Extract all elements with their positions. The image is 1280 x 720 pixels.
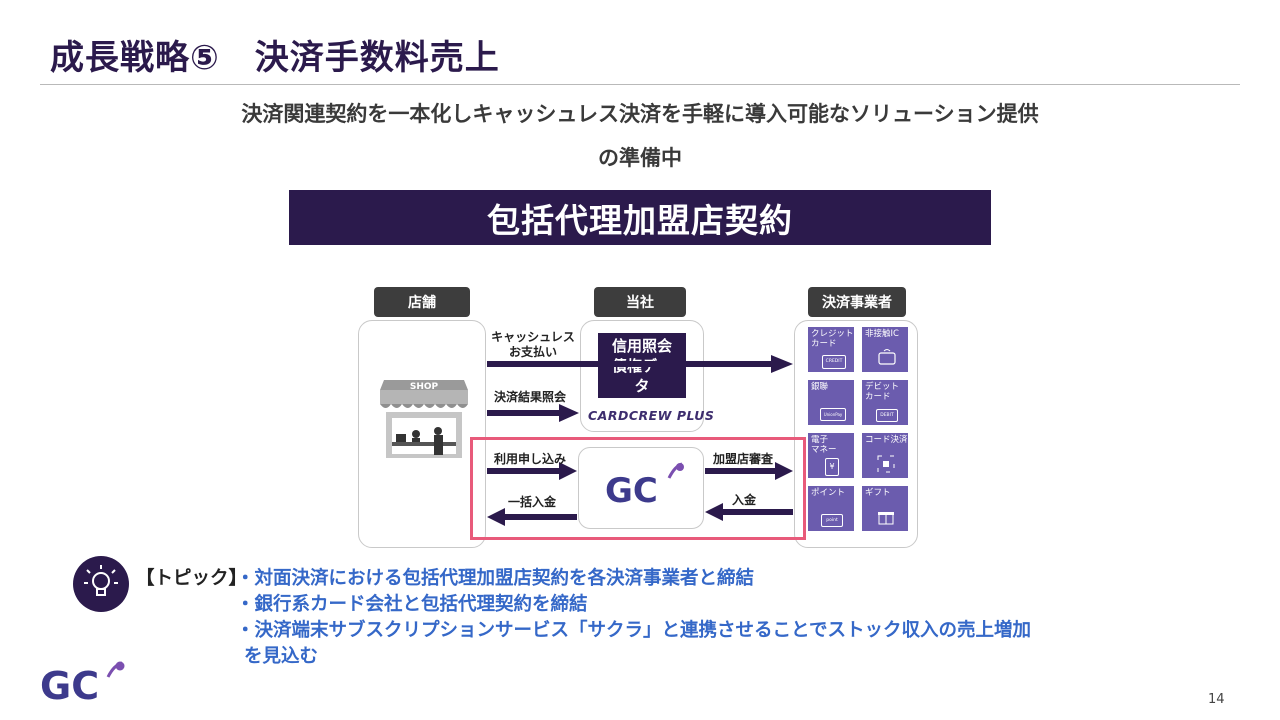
providers-tab: 決済事業者 xyxy=(808,287,906,317)
arrow-lump-sum-deposit-head xyxy=(487,508,505,526)
point-card-icon: point xyxy=(821,514,843,527)
gift-icon xyxy=(878,512,894,525)
arrow-application-head xyxy=(559,462,577,480)
topic-item-2: ・銀行系カード会社と包括代理契約を締結 xyxy=(236,594,588,615)
e-money-icon: ¥ xyxy=(825,458,839,476)
label-lump-sum-deposit: 一括入金 xyxy=(507,495,556,509)
label-deposit: 入金 xyxy=(731,493,756,507)
label-merchant-review: 加盟店審査 xyxy=(712,452,773,466)
arrow-merchant-review xyxy=(705,468,775,474)
gc-panel: GC xyxy=(578,447,704,529)
title-divider xyxy=(40,84,1240,85)
arrow-application xyxy=(487,468,559,474)
qr-code-icon xyxy=(877,455,895,473)
credit-box-line-1: 信用照会 xyxy=(611,336,672,355)
debit-card-icon: DEBIT xyxy=(876,409,898,422)
arrow-cashless-payment xyxy=(487,361,771,367)
topic-heading: 【トピック】 xyxy=(136,568,248,589)
shop-icon: SHOP xyxy=(380,380,468,458)
arrow-settlement-inquiry xyxy=(487,410,559,416)
unionpay-icon: UnionPay xyxy=(820,408,846,421)
tile-code-payment: コード決済 xyxy=(862,433,908,478)
store-tab: 店舗 xyxy=(374,287,470,317)
arrow-merchant-review-head xyxy=(775,462,793,480)
credit-box-line-3: タ xyxy=(634,376,650,395)
gc-logo-icon: GC xyxy=(605,462,684,511)
highlight-frame xyxy=(470,437,806,540)
shop-sign: SHOP xyxy=(410,382,439,392)
subtitle-line-2: の準備中 xyxy=(598,146,682,170)
contactless-icon xyxy=(878,349,896,365)
gc-logo-text: GC xyxy=(605,471,658,511)
arrow-lump-sum-deposit xyxy=(505,514,577,520)
arrow-deposit xyxy=(723,509,793,515)
topic-item-3: ・決済端末サブスクリプションサービス「サクラ」と連携させることでストック収入の売… xyxy=(236,620,1031,641)
arrow-settlement-inquiry-head xyxy=(559,404,579,422)
lightbulb-icon xyxy=(73,556,129,612)
subtitle-line-1: 決済関連契約を一本化しキャッシュレス決済を手軽に導入可能なソリューション提供 xyxy=(241,102,1039,126)
tile-gift: ギフト xyxy=(862,486,908,531)
page-number: 14 xyxy=(1208,692,1225,707)
provider-grid: クレジット カード CREDIT 非接触IC 銀聯 UnionPay デビット … xyxy=(808,327,912,533)
label-cashless-2: お支払い xyxy=(508,345,557,359)
tile-unionpay: 銀聯 UnionPay xyxy=(808,380,854,425)
svg-text:GC: GC xyxy=(40,664,99,707)
gc-logo-bottom: GC xyxy=(40,661,125,707)
label-settlement-inquiry: 決済結果照会 xyxy=(493,390,566,404)
credit-card-icon: CREDIT xyxy=(822,355,846,369)
label-application: 利用申し込み xyxy=(493,452,566,466)
company-tab: 当社 xyxy=(594,287,686,317)
tile-debit-card: デビット カード DEBIT xyxy=(862,380,908,425)
arrow-deposit-head xyxy=(705,503,723,521)
tile-credit-card: クレジット カード CREDIT xyxy=(808,327,854,372)
tile-contactless-ic: 非接触IC xyxy=(862,327,908,372)
label-cashless-1: キャッシュレス xyxy=(491,330,575,344)
topic-item-1: ・対面決済における包括代理加盟店契約を各決済事業者と締結 xyxy=(236,568,755,589)
tile-e-money: 電子 マネー ¥ xyxy=(808,433,854,478)
arrow-cashless-payment-head xyxy=(771,355,793,373)
topic-item-3-continued: を見込む xyxy=(244,646,319,667)
contract-banner: 包括代理加盟店契約 xyxy=(289,190,991,245)
tile-point: ポイント point xyxy=(808,486,854,531)
page-title: 成長戦略⑤ 決済手数料売上 xyxy=(50,38,500,78)
cardcrew-plus-logo: CARDCREW PLUS xyxy=(588,408,715,423)
